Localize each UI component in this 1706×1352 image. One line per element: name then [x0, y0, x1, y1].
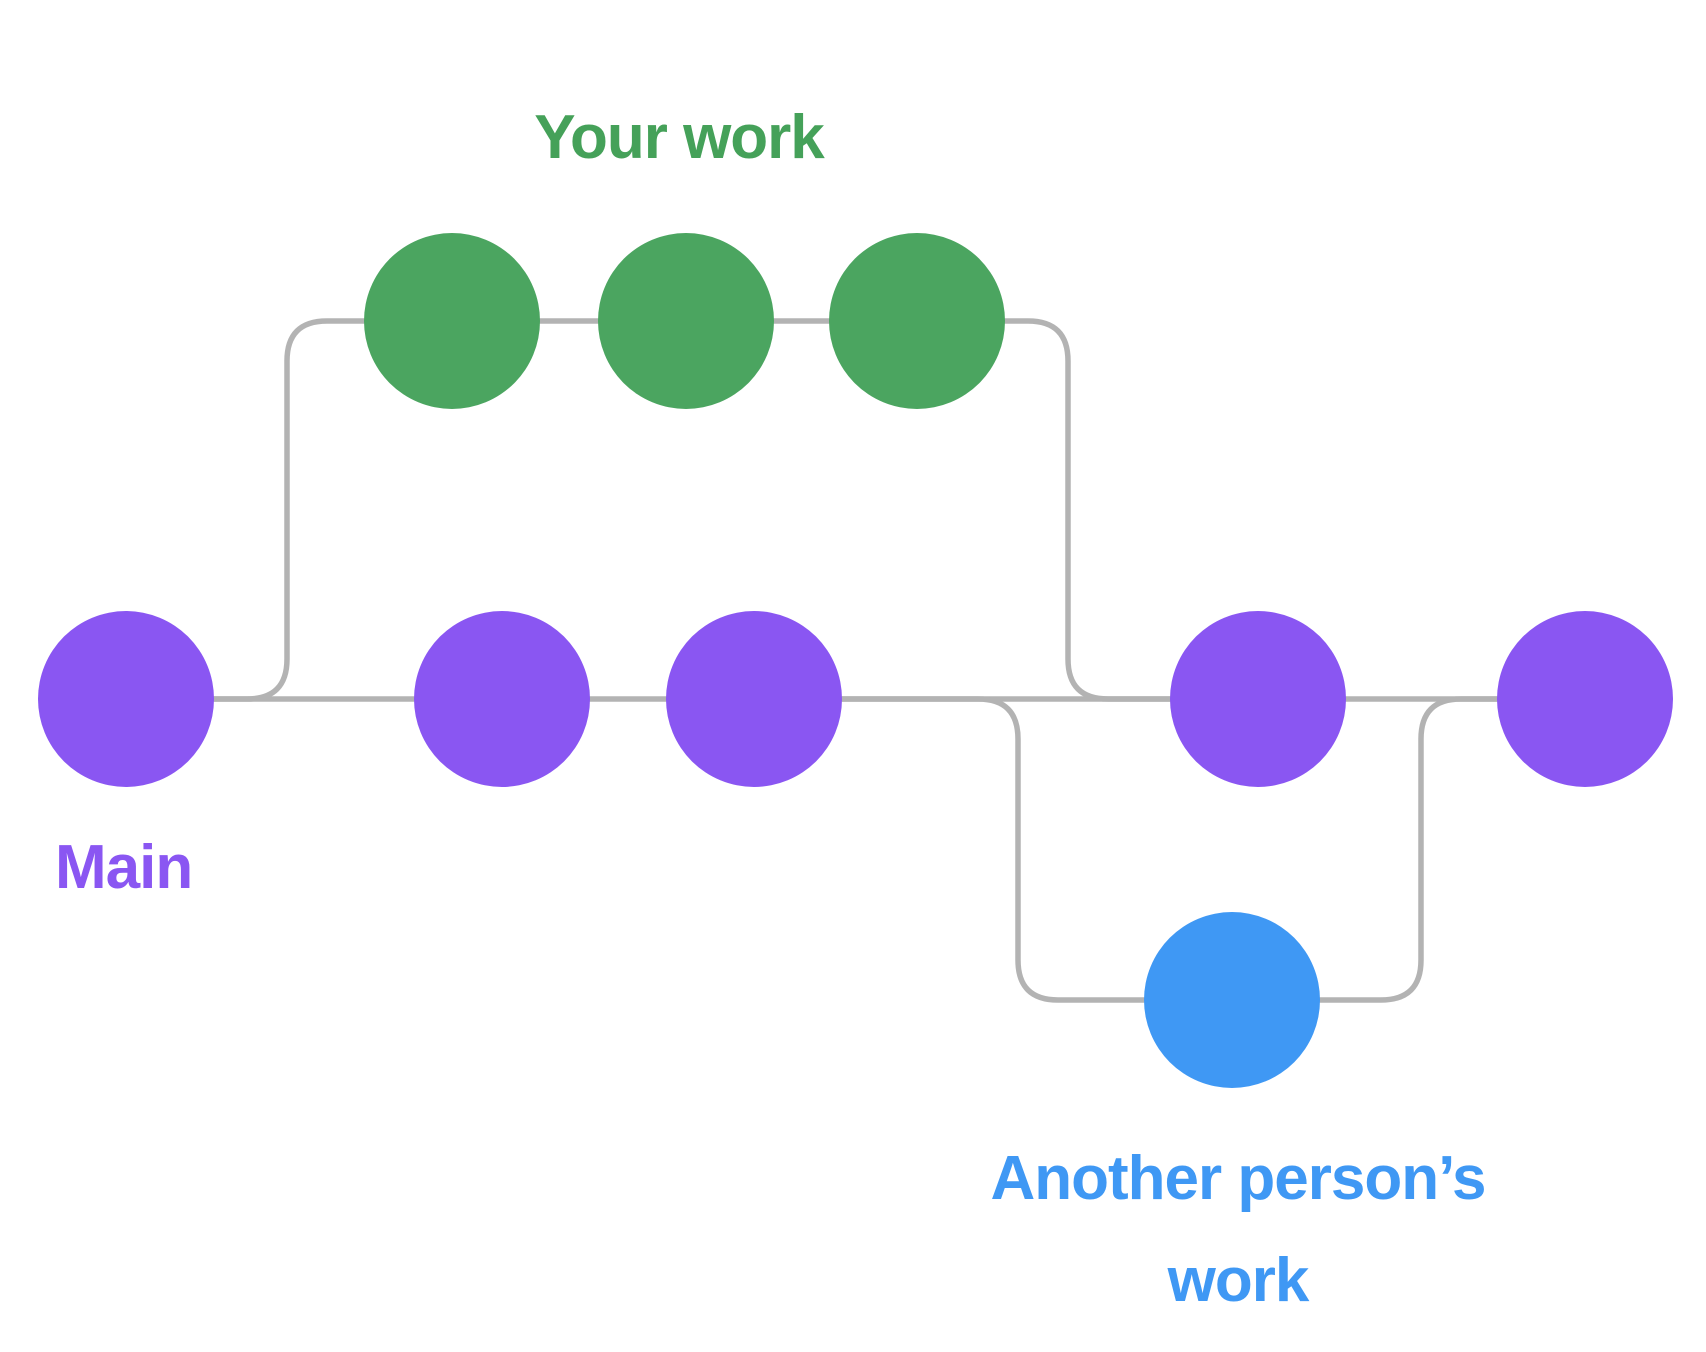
- your-work-label: Your work: [534, 103, 825, 172]
- another-person-label-line2: work: [1167, 1246, 1310, 1315]
- commit-nodes: [38, 233, 1673, 1088]
- branch-lines: [126, 318, 1585, 1003]
- commit-node-main-4: [1170, 611, 1346, 787]
- commit-node-main-2: [414, 611, 590, 787]
- commit-node-main-5: [1497, 611, 1673, 787]
- branch-labels: Your work Main Another person’s work: [55, 103, 1487, 1315]
- commit-node-your-work-1: [364, 233, 540, 409]
- another-person-label-line1: Another person’s: [991, 1144, 1486, 1213]
- commit-node-another-person-1: [1144, 912, 1320, 1088]
- main-label: Main: [55, 833, 192, 902]
- commit-node-main-1: [38, 611, 214, 787]
- commit-node-your-work-2: [598, 233, 774, 409]
- commit-node-main-3: [666, 611, 842, 787]
- commit-node-your-work-3: [829, 233, 1005, 409]
